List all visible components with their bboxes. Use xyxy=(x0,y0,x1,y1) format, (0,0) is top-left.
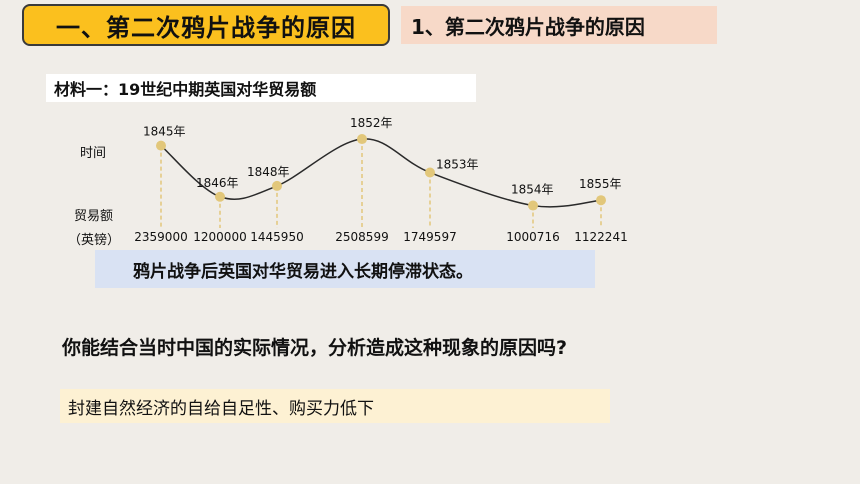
value-label-6: 1122241 xyxy=(574,230,627,244)
year-label-5: 1854年 xyxy=(511,183,554,197)
value-label-0: 2359000 xyxy=(134,230,187,244)
year-label-0: 1845年 xyxy=(143,125,186,139)
sub-title: 1、第二次鸦片战争的原因 xyxy=(401,6,717,44)
trade-chart: 1845年 2359000 1846年 1200000 1848年 1445950 1852… xyxy=(134,116,627,244)
trade-row-label: 贸易额 xyxy=(74,209,114,224)
data-point-5 xyxy=(528,200,538,211)
conclusion-note: 鸦片战争后英国对华贸易进入长期停滞状态。 xyxy=(95,250,595,288)
main-title: 一、第二次鸦片战争的原因 xyxy=(22,4,390,46)
trade-line xyxy=(160,138,602,208)
year-label-6: 1855年 xyxy=(579,177,622,191)
trade-unit-label: （英镑） xyxy=(68,233,121,248)
year-label-3: 1852年 xyxy=(350,116,393,130)
year-label-4: 1853年 xyxy=(436,158,479,172)
year-label-2: 1848年 xyxy=(247,165,290,179)
data-point-1 xyxy=(215,191,225,202)
question-text: 你能结合当时中国的实际情况，分析造成这种现象的原因吗? xyxy=(62,337,568,359)
material-title: 材料一：19世纪中期英国对华贸易额 xyxy=(46,74,476,102)
value-label-4: 1749597 xyxy=(403,230,456,244)
data-point-4 xyxy=(425,167,435,178)
value-label-3: 2508599 xyxy=(335,230,388,244)
value-label-5: 1000716 xyxy=(506,230,559,244)
value-label-2: 1445950 xyxy=(250,230,303,244)
data-point-3 xyxy=(357,134,367,145)
data-point-2 xyxy=(272,180,282,191)
data-point-6 xyxy=(596,195,606,206)
time-row-label: 时间 xyxy=(80,146,107,161)
answer-box: 封建自然经济的自给自足性、购买力低下 xyxy=(60,389,610,423)
value-label-1: 1200000 xyxy=(193,230,246,244)
data-point-0 xyxy=(156,140,166,151)
year-label-1: 1846年 xyxy=(196,176,239,190)
